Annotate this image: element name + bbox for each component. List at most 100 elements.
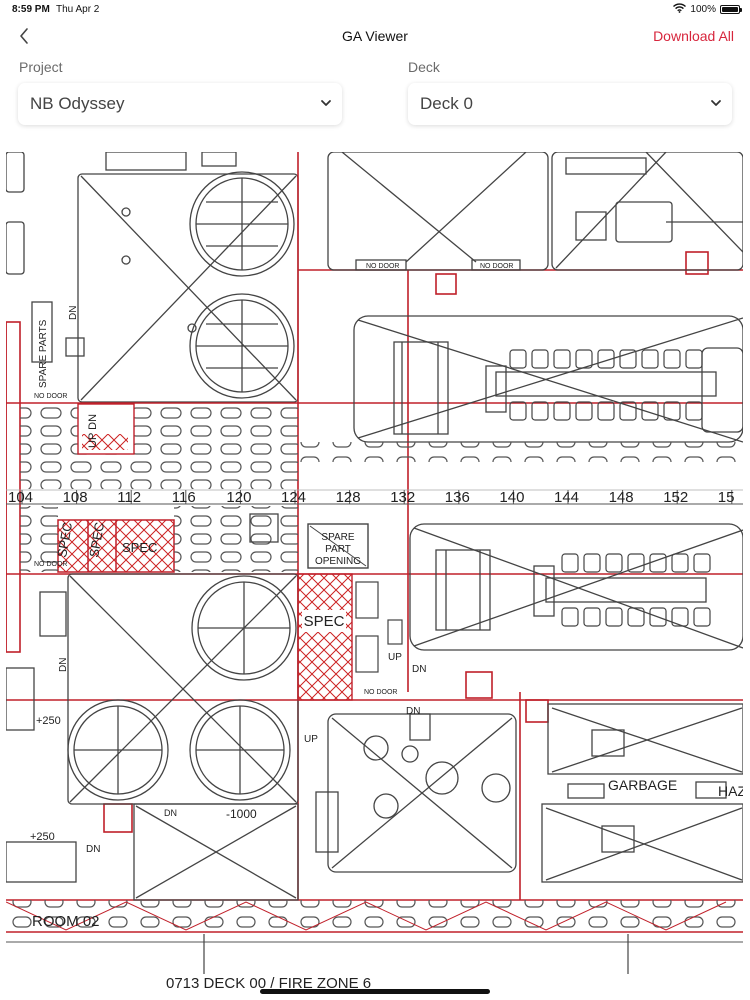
frame-number: 148 [609, 489, 634, 506]
project-selected-value: NB Odyssey [30, 94, 125, 113]
battery-level [722, 7, 738, 12]
haz-label: HAZ [718, 783, 743, 799]
spec-label: SPEC [304, 613, 345, 630]
spec-vertical-block: SPEC [297, 573, 403, 701]
frame-number: 120 [226, 489, 251, 506]
up-label: UP [388, 652, 402, 663]
engine-cylinder [693, 607, 711, 627]
engine-cylinder [649, 607, 667, 627]
page-title: GA Viewer [342, 28, 408, 44]
spare-parts-label: SPARE PARTS [38, 319, 49, 388]
opening-label: OPENING [315, 556, 361, 567]
engine-cylinder [627, 553, 645, 573]
no-door-label: NO DOOR [34, 561, 67, 568]
navigation-bar: GA Viewer Download All [0, 20, 750, 54]
dn-label: DN [58, 658, 69, 672]
upper-tank-room [6, 152, 299, 403]
engine-cylinder [531, 401, 549, 421]
frame-number: 140 [499, 489, 524, 506]
engine-cylinder [649, 553, 667, 573]
upper-right-rooms [327, 152, 743, 271]
engine-cylinder [561, 553, 579, 573]
lower-corridor [6, 900, 743, 974]
engine-cylinder [575, 349, 593, 369]
engine-cylinder [693, 553, 711, 573]
deck-label: Deck [408, 59, 440, 75]
dn-label: DN [68, 306, 79, 320]
deck-select[interactable]: Deck 0 [408, 83, 732, 125]
back-button[interactable] [12, 24, 36, 48]
wifi-icon [673, 3, 687, 16]
engine-cylinder [553, 349, 571, 369]
no-door-label: NO DOOR [480, 263, 513, 270]
engine-cylinder [605, 607, 623, 627]
upper-engine-cylinders [509, 349, 703, 421]
engine-cylinder [671, 553, 689, 573]
drawing-labels: SPARE PARTS NO DOOR NO DOOR NO DOOR NO D… [30, 263, 743, 990]
frame-number: 108 [63, 489, 88, 506]
frame-number: 124 [281, 489, 306, 506]
engine-cylinder [509, 349, 527, 369]
engine-cylinder [641, 401, 659, 421]
dn-label: DN [164, 808, 177, 818]
engine-cylinder [685, 401, 703, 421]
engine-cylinder [671, 607, 689, 627]
engine-cylinder [561, 607, 579, 627]
chevron-down-icon [321, 100, 331, 106]
spec-label: SPEC [86, 521, 107, 558]
project-label: Project [19, 59, 63, 75]
frame-number: 132 [390, 489, 415, 506]
battery-icon [720, 5, 742, 14]
engine-cylinder [575, 401, 593, 421]
spare-label: SPARE [321, 532, 354, 543]
ga-drawing[interactable]: 1041081121161201241281321361401441481521… [6, 152, 743, 990]
room-label: ROOM 02 [32, 913, 100, 930]
status-time: 8:59 PM [12, 4, 50, 15]
status-date: Thu Apr 2 [56, 4, 100, 15]
engine-cylinder [619, 401, 637, 421]
frame-number: 15 [718, 489, 735, 506]
garbage-label: GARBAGE [608, 777, 677, 793]
level-minus-1000: -1000 [226, 807, 257, 821]
chevron-left-icon [20, 28, 28, 44]
frame-number: 128 [336, 489, 361, 506]
level-plus-250: +250 [36, 715, 61, 727]
project-select[interactable]: NB Odyssey [18, 83, 342, 125]
dn-label: DN [86, 844, 100, 855]
status-indicators: 100% [673, 3, 742, 16]
deck-selected-value: Deck 0 [420, 94, 473, 113]
no-door-label: NO DOOR [34, 393, 67, 400]
lower-engine-room [409, 523, 743, 651]
up-dn-label: UP DN [87, 414, 99, 448]
engine-cylinder [627, 607, 645, 627]
up-label: UP [304, 734, 318, 745]
battery-percent: 100% [690, 4, 716, 15]
engine-cylinder [583, 553, 601, 573]
spec-hatched-block: SPEC SPEC SPEC [20, 506, 298, 573]
engine-cylinder [663, 349, 681, 369]
engine-cylinder [583, 607, 601, 627]
engine-cylinder [605, 553, 623, 573]
engine-cylinder [641, 349, 659, 369]
frame-number: 144 [554, 489, 579, 506]
dn-label: DN [406, 706, 420, 717]
level-plus-250: +250 [30, 831, 55, 843]
frame-number: 104 [8, 489, 33, 506]
dn-label: DN [412, 664, 426, 675]
no-door-label: NO DOOR [364, 689, 397, 696]
upper-engine-room [353, 315, 743, 443]
download-all-button[interactable]: Download All [653, 28, 734, 44]
engine-cylinder [553, 401, 571, 421]
spare-part-opening: SPARE PART OPENING [307, 523, 369, 569]
chevron-down-icon [711, 100, 721, 106]
frame-number: 112 [117, 489, 141, 506]
upper-corridor [20, 403, 743, 489]
status-bar: 8:59 PM Thu Apr 2 100% [0, 0, 750, 20]
spec-label: SPEC [122, 540, 157, 555]
drawing-footer-title: 0713 DECK 00 / FIRE ZONE 6 [166, 975, 371, 990]
lower-tank-room [6, 573, 299, 901]
engine-cylinder [685, 349, 703, 369]
engine-cylinder [663, 401, 681, 421]
